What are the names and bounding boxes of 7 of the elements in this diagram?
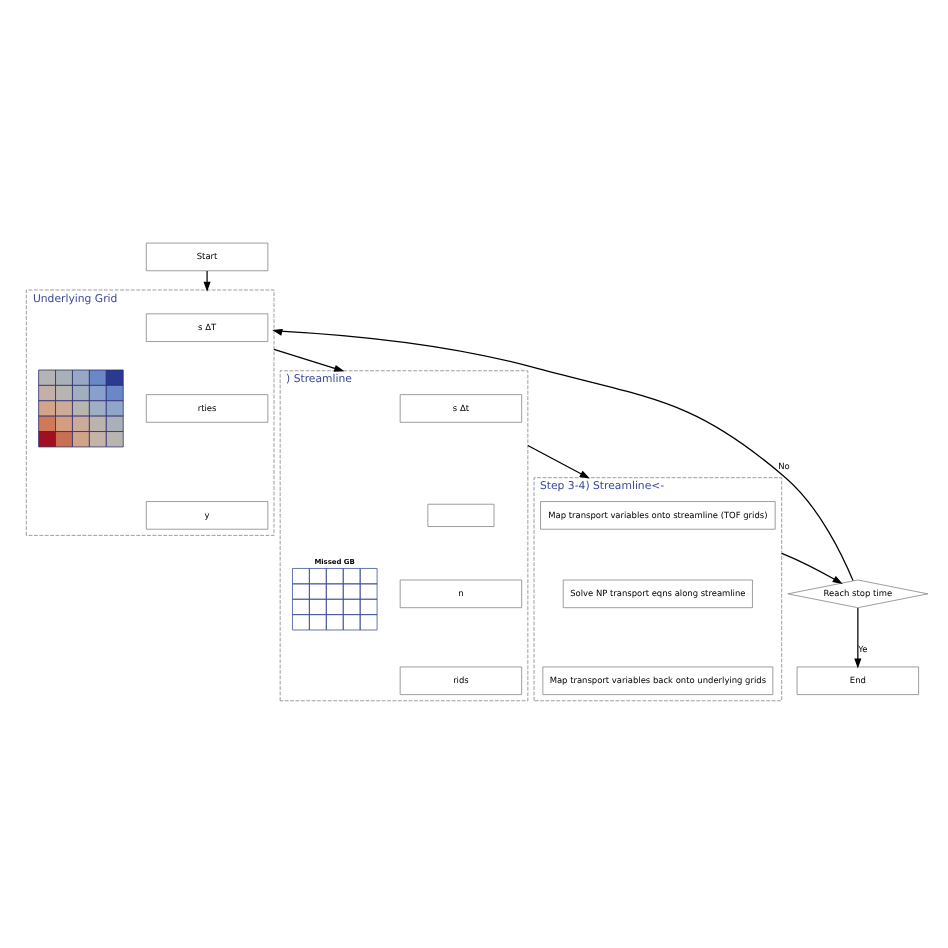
arrow	[781, 551, 843, 584]
arrow	[203, 269, 211, 291]
arrow	[272, 327, 854, 581]
arrow	[854, 606, 862, 668]
arrow	[527, 443, 590, 478]
arrow	[273, 347, 345, 371]
node-box	[427, 502, 495, 526]
